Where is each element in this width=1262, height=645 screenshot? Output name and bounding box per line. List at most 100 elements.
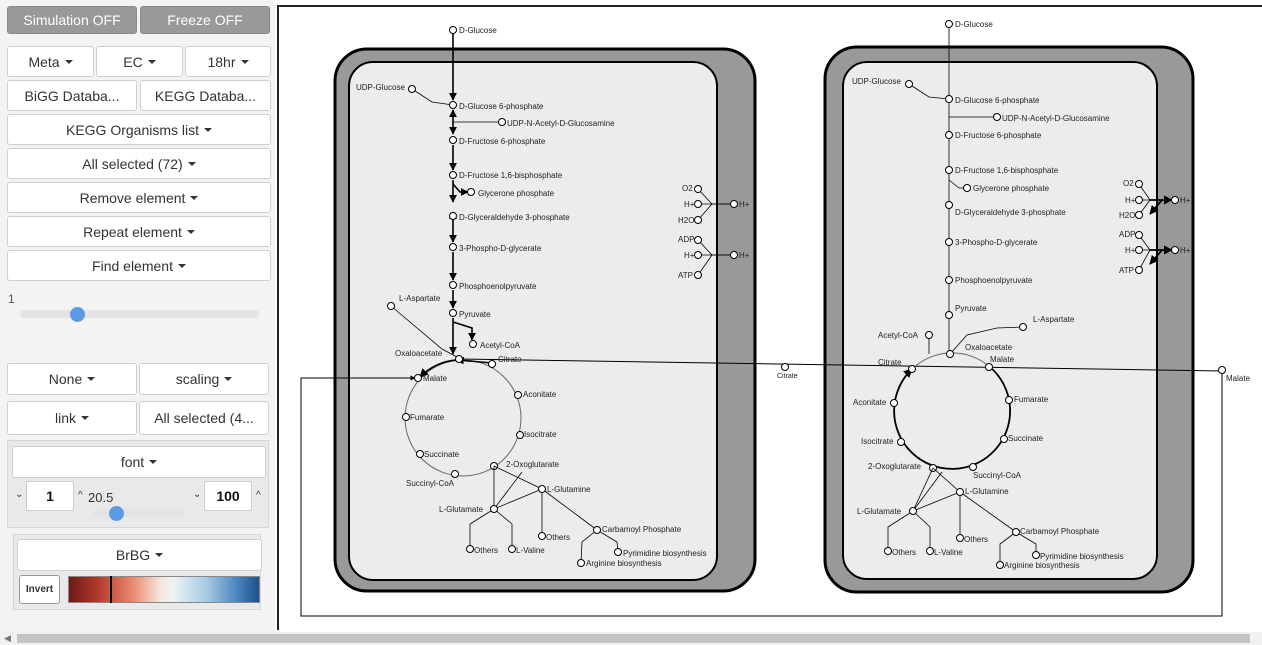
metabolite-label: Fumarate xyxy=(410,413,445,422)
freeze-toggle-button[interactable]: Freeze OFF xyxy=(140,6,270,34)
kegg-database-button[interactable]: KEGG Databa... xyxy=(140,80,271,111)
metabolite-label: Succinyl-CoA xyxy=(406,479,455,488)
time-dropdown-label: 18hr xyxy=(207,53,236,70)
main-slider-knob[interactable] xyxy=(70,307,86,322)
horizontal-scrollbar[interactable]: ◀ xyxy=(0,632,1262,645)
citrate-transfer-label: Citrate xyxy=(777,373,798,380)
ec-dropdown[interactable]: EC xyxy=(96,46,183,77)
metabolite-label: Arginine biosynthesis xyxy=(1004,561,1080,570)
metabolite-label: Pyrimidine biosynthesis xyxy=(623,549,707,558)
metabolite-label: ADP xyxy=(678,235,694,244)
simulation-toggle-button[interactable]: Simulation OFF xyxy=(7,6,137,34)
chevron-down-icon xyxy=(149,460,158,464)
metabolite-label: Acetyl-CoA xyxy=(878,331,919,340)
metabolite-label: L-Aspartate xyxy=(1033,315,1075,324)
metabolite-label: Oxaloacetate xyxy=(965,343,1013,352)
right-energy-reactions: O2 H+ H2O H+ ADP H+ ATP H+ xyxy=(1119,179,1191,275)
font-max-input[interactable]: 100 xyxy=(204,481,252,511)
pathway-map[interactable]: Citrate Malate xyxy=(279,7,1262,632)
metabolite-label: H2O xyxy=(678,216,694,225)
remove-element-dropdown[interactable]: Remove element xyxy=(7,182,271,213)
metabolite-label: Others xyxy=(964,535,988,544)
bigg-database-button[interactable]: BiGG Databa... xyxy=(7,80,137,111)
metabolite-label: D-Fructose 1,6-bisphosphate xyxy=(955,166,1059,175)
metabolite-label: Others xyxy=(892,548,916,557)
right-cell-inner xyxy=(842,61,1158,580)
metabolite-label: Succinate xyxy=(1008,434,1044,443)
metabolite-label: Pyruvate xyxy=(955,304,987,313)
metabolite-label: D-Glucose xyxy=(459,26,497,35)
metabolite-label: UDP-N-Acetyl-D-Glucosamine xyxy=(1002,114,1110,123)
chevron-up-icon[interactable]: ^ xyxy=(78,490,83,501)
chevron-down-icon xyxy=(147,59,156,64)
metabolite-label: L-Glutamate xyxy=(439,505,484,514)
all-selected-label: All selected (72) xyxy=(82,155,183,172)
main-slider-track[interactable] xyxy=(20,310,259,318)
chevron-up-icon[interactable]: ^ xyxy=(256,490,261,501)
metabolite-label: Isocitrate xyxy=(861,437,894,446)
metabolite-label: H+ xyxy=(684,251,695,260)
invert-button[interactable]: Invert xyxy=(19,575,60,604)
metabolite-label: L-Glutamine xyxy=(965,487,1009,496)
freeze-toggle-label: Freeze OFF xyxy=(167,12,243,28)
metabolite-label: H+ xyxy=(739,251,750,260)
metabolite-label: Malate xyxy=(990,355,1015,364)
metabolite-label: L-Glutamate xyxy=(857,507,902,516)
metabolite-label: Carbamoyl Phosphate xyxy=(602,525,682,534)
chevron-down-icon xyxy=(190,195,199,200)
kegg-database-label: KEGG Databa... xyxy=(154,87,257,104)
metabolite-label: Aconitate xyxy=(853,398,887,407)
colormap-dropdown[interactable]: BrBG xyxy=(17,539,262,571)
kegg-organisms-dropdown[interactable]: KEGG Organisms list xyxy=(7,114,271,145)
scrollbar-thumb[interactable] xyxy=(17,634,1250,643)
chevron-down-icon xyxy=(204,127,213,132)
left-amino-acid-branch: L-Glutamine L-Glutamate Carbamoyl Phosph… xyxy=(439,465,707,568)
all-selected-short-dropdown[interactable]: All selected (4... xyxy=(139,401,269,435)
find-element-dropdown[interactable]: Find element xyxy=(7,250,271,281)
font-min-input[interactable]: 1 xyxy=(26,481,74,511)
metabolite-label: H+ xyxy=(1180,246,1191,255)
chevron-down-icon[interactable]: ⌄ xyxy=(15,489,24,500)
font-dropdown[interactable]: font xyxy=(12,446,266,478)
link-dropdown[interactable]: link xyxy=(7,401,137,435)
time-dropdown[interactable]: 18hr xyxy=(185,46,271,77)
metabolite-label: D-Glucose 6-phosphate xyxy=(459,102,544,111)
font-dropdown-label: font xyxy=(120,454,145,470)
metabolite-label: Succinate xyxy=(424,450,460,459)
left-cell-inner xyxy=(348,61,718,581)
font-slider-knob[interactable] xyxy=(109,506,125,521)
font-slider-track[interactable] xyxy=(93,509,186,517)
metabolite-label: Citrate xyxy=(498,355,522,364)
metabolite-label: D-Glucose 6-phosphate xyxy=(955,96,1040,105)
invert-label: Invert xyxy=(25,584,54,595)
none-dropdown[interactable]: None xyxy=(7,363,137,395)
font-mid-value: 20.5 xyxy=(88,490,114,505)
metabolite-label: D-Fructose 6-phosphate xyxy=(955,131,1042,140)
metabolite-label: D-Glucose xyxy=(955,20,993,29)
metabolite-label: 2-Oxoglutarate xyxy=(506,460,559,469)
map-canvas[interactable]: Citrate Malate xyxy=(277,5,1262,630)
right-tca-cycle: Oxaloacetate Citrate Malate Aconitate Fu… xyxy=(853,343,1049,480)
repeat-element-dropdown[interactable]: Repeat element xyxy=(7,216,271,247)
meta-dropdown[interactable]: Meta xyxy=(7,46,94,77)
metabolite-label: H+ xyxy=(1125,246,1136,255)
metabolite-label: O2 xyxy=(1123,179,1134,188)
metabolite-label: 3-Phospho-D-glycerate xyxy=(955,238,1038,247)
chevron-down-icon[interactable]: ⌄ xyxy=(193,489,202,500)
scaling-dropdown[interactable]: scaling xyxy=(139,363,269,395)
metabolite-label: ATP xyxy=(1119,266,1134,275)
kegg-organisms-label: KEGG Organisms list xyxy=(65,121,200,138)
metabolite-label: Glycerone phosphate xyxy=(478,189,555,198)
metabolite-label: UDP-Glucose xyxy=(356,83,405,92)
chevron-left-icon[interactable]: ◀ xyxy=(4,633,11,643)
font-max-value: 100 xyxy=(216,488,240,504)
left-glycolysis: D-Glucose UDP-Glucose D-Glucose 6-phosph… xyxy=(356,26,615,358)
metabolite-label: UDP-Glucose xyxy=(852,77,901,86)
all-selected-dropdown[interactable]: All selected (72) xyxy=(7,148,271,179)
malate-transfer-label: Malate xyxy=(1226,374,1251,383)
metabolite-label: H+ xyxy=(1180,196,1191,205)
metabolite-label: Phosphoenolpyruvate xyxy=(459,282,537,291)
metabolite-label: H2O xyxy=(1119,211,1135,220)
metabolite-label: H+ xyxy=(739,200,750,209)
right-amino-acid-branch: L-Glutamine L-Glutamate Carbamoyl Phosph… xyxy=(857,467,1124,570)
